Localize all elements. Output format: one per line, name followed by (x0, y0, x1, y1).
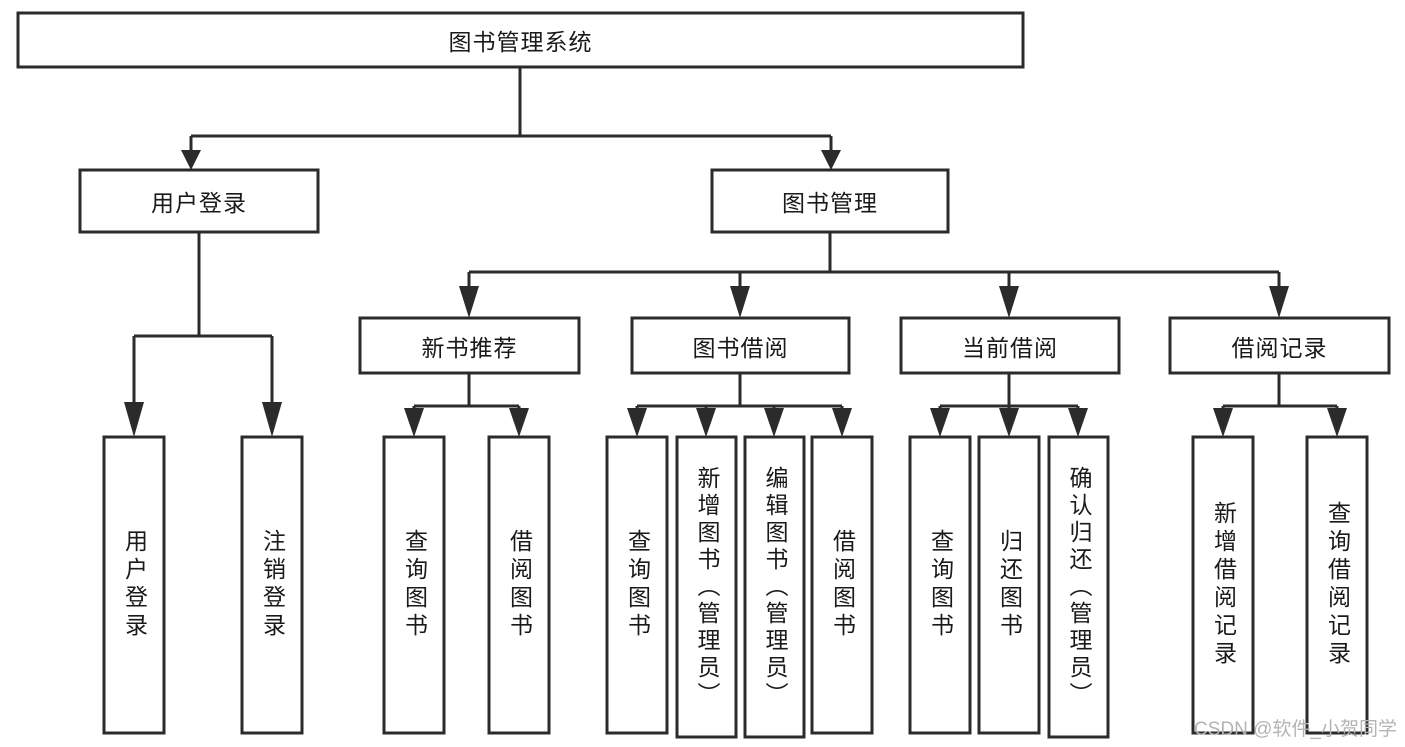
arrow-to-leaf-borrow-book-1 (509, 408, 529, 437)
node-box-new-book-recommend[interactable] (358, 316, 581, 375)
arrow-to-leaf-add-record (1213, 408, 1233, 437)
node-box-leaf-edit-book[interactable] (743, 435, 806, 739)
arrow-to-borrow-record (1269, 286, 1289, 318)
arrow-to-leaf-confirm-return (1068, 408, 1088, 437)
arrow-to-leaf-user-logout (262, 402, 282, 437)
node-box-leaf-confirm-return[interactable] (1047, 435, 1110, 739)
arrow-to-leaf-return-book (999, 408, 1019, 437)
node-box-current-borrow[interactable] (899, 316, 1121, 375)
node-box-book-manage[interactable] (710, 168, 950, 234)
arrow-to-leaf-query-record (1327, 408, 1347, 437)
arrow-to-leaf-query-book-3 (930, 408, 950, 437)
arrow-to-book-manage (821, 150, 841, 170)
node-box-leaf-query-book-3[interactable] (908, 435, 972, 735)
boxes-layer (16, 11, 1391, 739)
node-box-leaf-user-login[interactable] (102, 435, 166, 735)
edges-layer (124, 67, 1347, 437)
node-box-leaf-borrow-book-1[interactable] (487, 435, 551, 735)
arrow-to-book-borrow (730, 286, 750, 318)
node-box-user-login[interactable] (78, 168, 320, 234)
node-box-leaf-query-record[interactable] (1305, 435, 1369, 735)
node-box-leaf-add-record[interactable] (1191, 435, 1255, 735)
arrow-to-leaf-user-login (124, 402, 144, 437)
node-box-leaf-query-book-2[interactable] (605, 435, 669, 735)
node-box-leaf-borrow-book-2[interactable] (810, 435, 874, 735)
arrow-to-leaf-borrow-book-2 (832, 408, 852, 437)
node-box-root[interactable] (16, 11, 1025, 69)
arrow-to-leaf-add-book (696, 408, 716, 437)
node-box-borrow-record[interactable] (1168, 316, 1391, 375)
node-box-leaf-user-logout[interactable] (240, 435, 304, 735)
arrow-to-leaf-edit-book (764, 408, 784, 437)
node-box-leaf-add-book[interactable] (675, 435, 738, 739)
node-box-leaf-return-book[interactable] (977, 435, 1041, 735)
arrow-to-leaf-query-book-1 (404, 408, 424, 437)
arrow-to-leaf-query-book-2 (627, 408, 647, 437)
arrow-to-current-borrow (999, 286, 1019, 318)
arrow-to-user-login (181, 150, 201, 170)
arrow-to-new-book-recommend (459, 286, 479, 318)
node-box-book-borrow[interactable] (630, 316, 851, 375)
node-box-leaf-query-book-1[interactable] (382, 435, 446, 735)
